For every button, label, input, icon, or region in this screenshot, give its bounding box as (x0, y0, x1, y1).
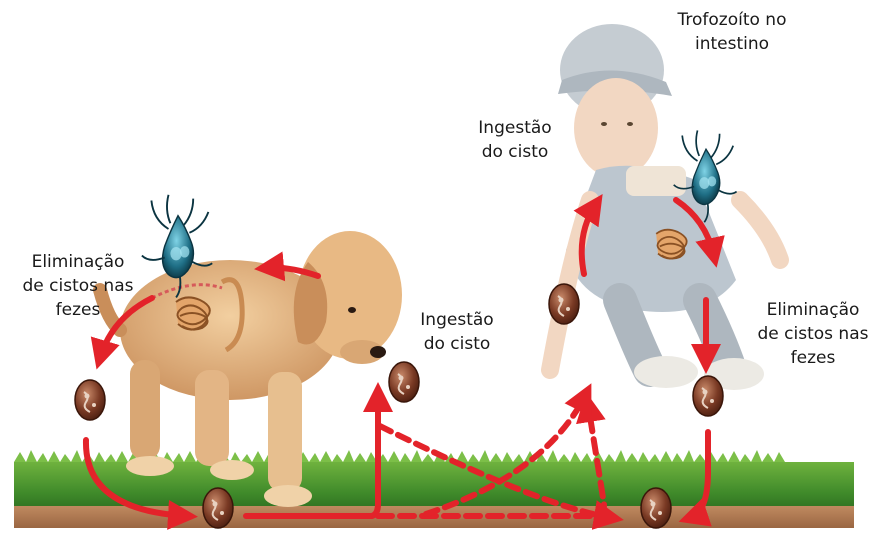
label-child-ingestion: Ingestão do cisto (460, 116, 570, 164)
label-line: Eliminação (738, 298, 888, 322)
label-line: Ingestão (402, 308, 512, 332)
cyst-ground-right (641, 488, 671, 528)
cyst-dog-feces (75, 380, 105, 420)
label-line: fezes (738, 346, 888, 370)
label-child-trophozoite: Trofozoíto no intestino (662, 8, 802, 56)
cyst-child-feces (693, 376, 723, 416)
label-line: Eliminação (0, 250, 156, 274)
label-line: do cisto (460, 140, 570, 164)
label-line: de cistos nas (738, 322, 888, 346)
label-line: Trofozoíto no (662, 8, 802, 32)
cyst-dog-ingestion (389, 362, 419, 402)
label-line: do cisto (402, 332, 512, 356)
label-line: de cistos nas (0, 274, 156, 298)
label-line: fezes (0, 298, 156, 322)
label-line: Ingestão (460, 116, 570, 140)
cyst-child-ingestion (549, 284, 579, 324)
label-dog-ingestion: Ingestão do cisto (402, 308, 512, 356)
label-line: intestino (662, 32, 802, 56)
cyst-ground-left (203, 488, 233, 528)
label-dog-elimination: Eliminação de cistos nas fezes (0, 250, 156, 322)
label-child-elimination: Eliminação de cistos nas fezes (738, 298, 888, 370)
